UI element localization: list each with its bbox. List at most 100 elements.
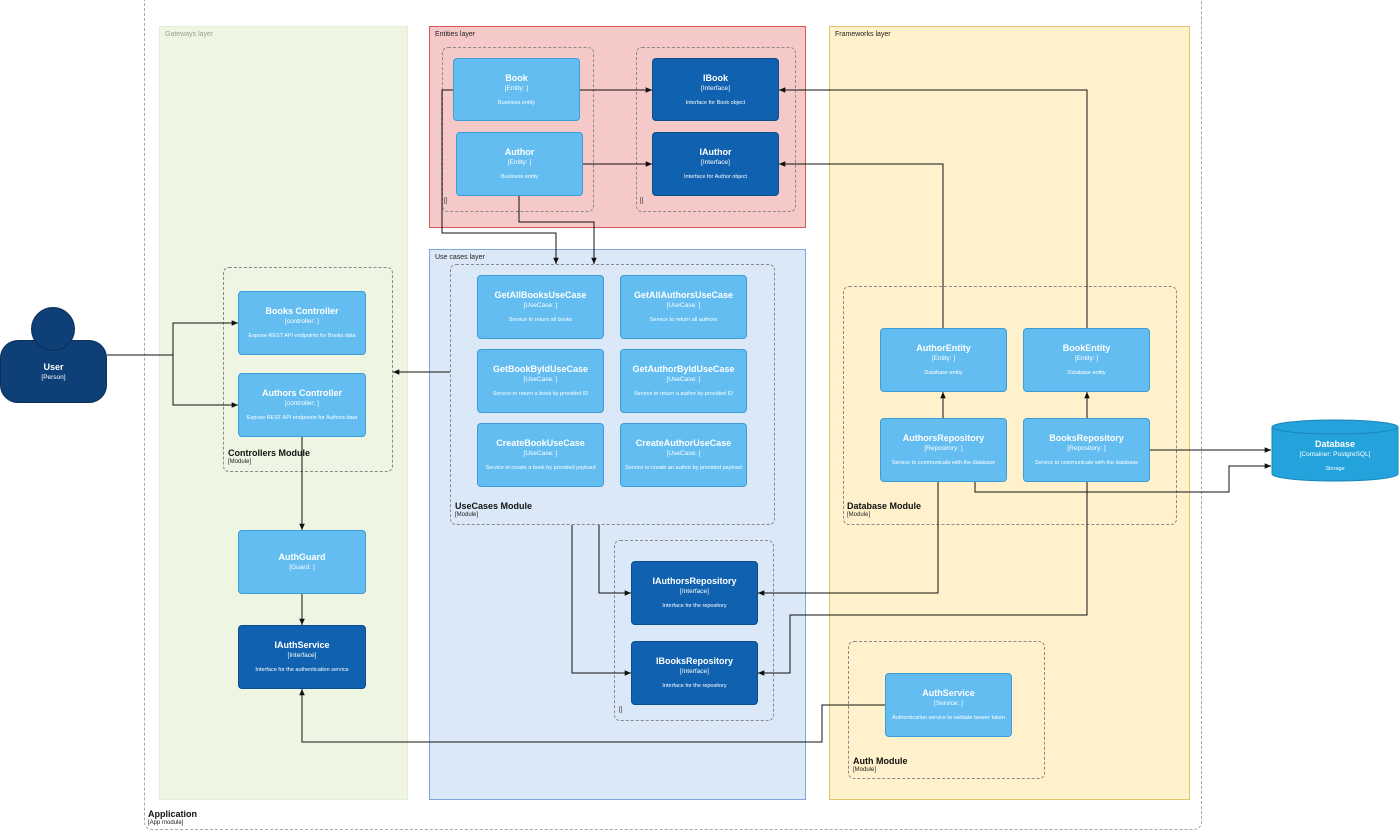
book-node: Book [Entity: ] Business entity (453, 58, 580, 121)
create-author-desc: Service to create an author by provided … (625, 465, 742, 471)
edge-authorentity-iauthor (779, 161, 944, 328)
iauthors-repository-desc: Interface for the repository (662, 603, 727, 609)
get-all-books-tech: [UseCase: ] (523, 302, 558, 309)
get-author-by-id-node: GetAuthorByIdUseCase [UseCase: ] Service… (620, 349, 747, 413)
get-all-books-desc: Service to return all books (508, 317, 573, 323)
iauth-service-node: IAuthService [Interface] Interface for t… (238, 625, 366, 689)
author-title: Author (504, 147, 535, 157)
books-controller-node: Books Controller [controller: ] Expose R… (238, 291, 366, 355)
iauth-service-tech: [Interface] (287, 652, 317, 659)
books-repository-tech: [Repository: ] (1067, 445, 1106, 452)
get-all-authors-title: GetAllAuthorsUseCase (633, 290, 734, 300)
authors-repository-title: AuthorsRepository (902, 433, 985, 443)
book-entity-desc: Database entity (1067, 370, 1106, 376)
auth-guard-node: AuthGuard [Guard: ] (238, 530, 366, 594)
get-author-by-id-tech: [UseCase: ] (666, 376, 701, 383)
gateways-layer-title: Gateways layer (165, 31, 214, 38)
iauthor-desc: Interface for Author object (684, 174, 747, 180)
edge-usecases-ibooksrepo (571, 525, 631, 676)
edge-usecases-iauthorsrepo (598, 525, 631, 596)
edge-authorsrepo-iauthorsrepo (758, 482, 939, 596)
database-cylinder-icon (1271, 419, 1399, 482)
book-entity-tech: [Entity: ] (1074, 355, 1099, 362)
database-module (843, 286, 1177, 525)
edge-bookentity-ibook (779, 87, 1088, 328)
authors-repository-tech: [Repository: ] (924, 445, 963, 452)
frameworks-layer: Frameworks layer (829, 26, 1190, 800)
usecases-layer-title: Use cases layer (435, 254, 485, 261)
frameworks-layer-title: Frameworks layer (835, 31, 891, 38)
books-repository-desc: Service to communicate with the database (1034, 460, 1139, 466)
iauthors-repository-title: IAuthorsRepository (652, 576, 737, 586)
iauth-service-title: IAuthService (274, 640, 330, 650)
database-desc: Storage (1325, 466, 1345, 472)
controllers-module-name: Controllers Module (228, 448, 311, 458)
usecases-module-name: UseCases Module (455, 501, 533, 511)
get-all-books-title: GetAllBooksUseCase (494, 290, 587, 300)
get-book-by-id-title: GetBookByIdUseCase (492, 364, 589, 374)
author-entity-desc: Database entity (924, 370, 963, 376)
user-person: User [Person] (0, 307, 107, 403)
get-book-by-id-desc: Service to return a book by provided ID (492, 391, 589, 397)
ibooks-repository-title: IBooksRepository (655, 656, 733, 666)
iauthors-repository-tech: [Interface] (680, 588, 709, 595)
entities-group-left-bracket: [] (444, 198, 448, 204)
controllers-module-tech: [Module] (228, 459, 252, 465)
entities-group-right-bracket: [] (640, 198, 644, 204)
application-name: Application (148, 809, 197, 819)
authors-controller-tech: [controller: ] (285, 400, 319, 407)
ibook-title: IBook (702, 72, 728, 83)
repository-interfaces-bracket: [] (619, 707, 623, 713)
edge-user-authors-controller (107, 354, 238, 408)
database-node: Database [Container: PostgreSQL] Storage (1271, 419, 1399, 482)
auth-service-tech: [Service: ] (934, 700, 963, 707)
authors-repository-desc: Service to communicate with the database (891, 460, 996, 466)
book-title: Book (505, 72, 528, 83)
get-book-by-id-node: GetBookByIdUseCase [UseCase: ] Service t… (477, 349, 604, 413)
application-boundary (144, 0, 1202, 830)
get-all-authors-desc: Service to return all authors (649, 317, 718, 323)
database-tech: [Container: PostgreSQL] (1299, 451, 1371, 458)
entities-layer-title: Entities layer (435, 31, 476, 38)
books-controller-desc: Expose REST API endpoints for Books data (248, 333, 356, 339)
get-all-authors-node: GetAllAuthorsUseCase [UseCase: ] Service… (620, 275, 747, 339)
iauthors-repository-node: IAuthorsRepository [Interface] Interface… (631, 561, 758, 625)
auth-service-node: AuthService [Service: ] Authentication s… (885, 673, 1012, 737)
books-controller-tech: [controller: ] (285, 318, 319, 325)
author-entity-node: AuthorEntity [Entity: ] Database entity (880, 328, 1007, 392)
author-entity-title: AuthorEntity (916, 343, 971, 353)
ibooks-repository-tech: [Interface] (680, 668, 709, 675)
iauthor-title: IAuthor (699, 147, 732, 157)
auth-module-tech: [Module] (853, 767, 877, 773)
books-controller-title: Books Controller (265, 306, 339, 316)
ibooks-repository-desc: Interface for the repository (662, 683, 727, 689)
authors-controller-title: Authors Controller (262, 388, 342, 398)
create-author-node: CreateAuthorUseCase [UseCase: ] Service … (620, 423, 747, 487)
authors-controller-desc: Expose REST API endpoints for Authors da… (246, 415, 358, 421)
create-book-desc: Service to create a book by provided pay… (485, 465, 596, 471)
book-entity-title: BookEntity (1062, 343, 1111, 353)
book-tech: [Entity: ] (504, 84, 529, 92)
database-module-tech: [Module] (847, 512, 871, 518)
author-tech: [Entity: ] (507, 159, 532, 166)
usecases-module (450, 264, 775, 525)
user-tech: [Person] (41, 373, 66, 381)
auth-guard-title: AuthGuard (278, 552, 326, 562)
get-all-books-node: GetAllBooksUseCase [UseCase: ] Service t… (477, 275, 604, 339)
create-book-node: CreateBookUseCase [UseCase: ] Service to… (477, 423, 604, 487)
book-entity-node: BookEntity [Entity: ] Database entity (1023, 328, 1150, 392)
ibooks-repository-node: IBooksRepository [Interface] Interface f… (631, 641, 758, 705)
usecases-module-tech: [Module] (455, 512, 479, 518)
get-author-by-id-title: GetAuthorByIdUseCase (632, 364, 735, 374)
create-book-title: CreateBookUseCase (496, 438, 585, 448)
books-repository-title: BooksRepository (1049, 433, 1124, 443)
controllers-module (223, 267, 393, 472)
author-node: Author [Entity: ] Business entity (456, 132, 583, 196)
books-repository-node: BooksRepository [Repository: ] Service t… (1023, 418, 1150, 482)
book-desc: Business entity (498, 99, 535, 106)
auth-guard-tech: [Guard: ] (289, 564, 315, 571)
database-title: Database (1314, 439, 1356, 449)
create-author-title: CreateAuthorUseCase (635, 438, 732, 448)
ibook-tech: [Interface] (701, 84, 730, 92)
iauthor-tech: [Interface] (701, 159, 730, 166)
